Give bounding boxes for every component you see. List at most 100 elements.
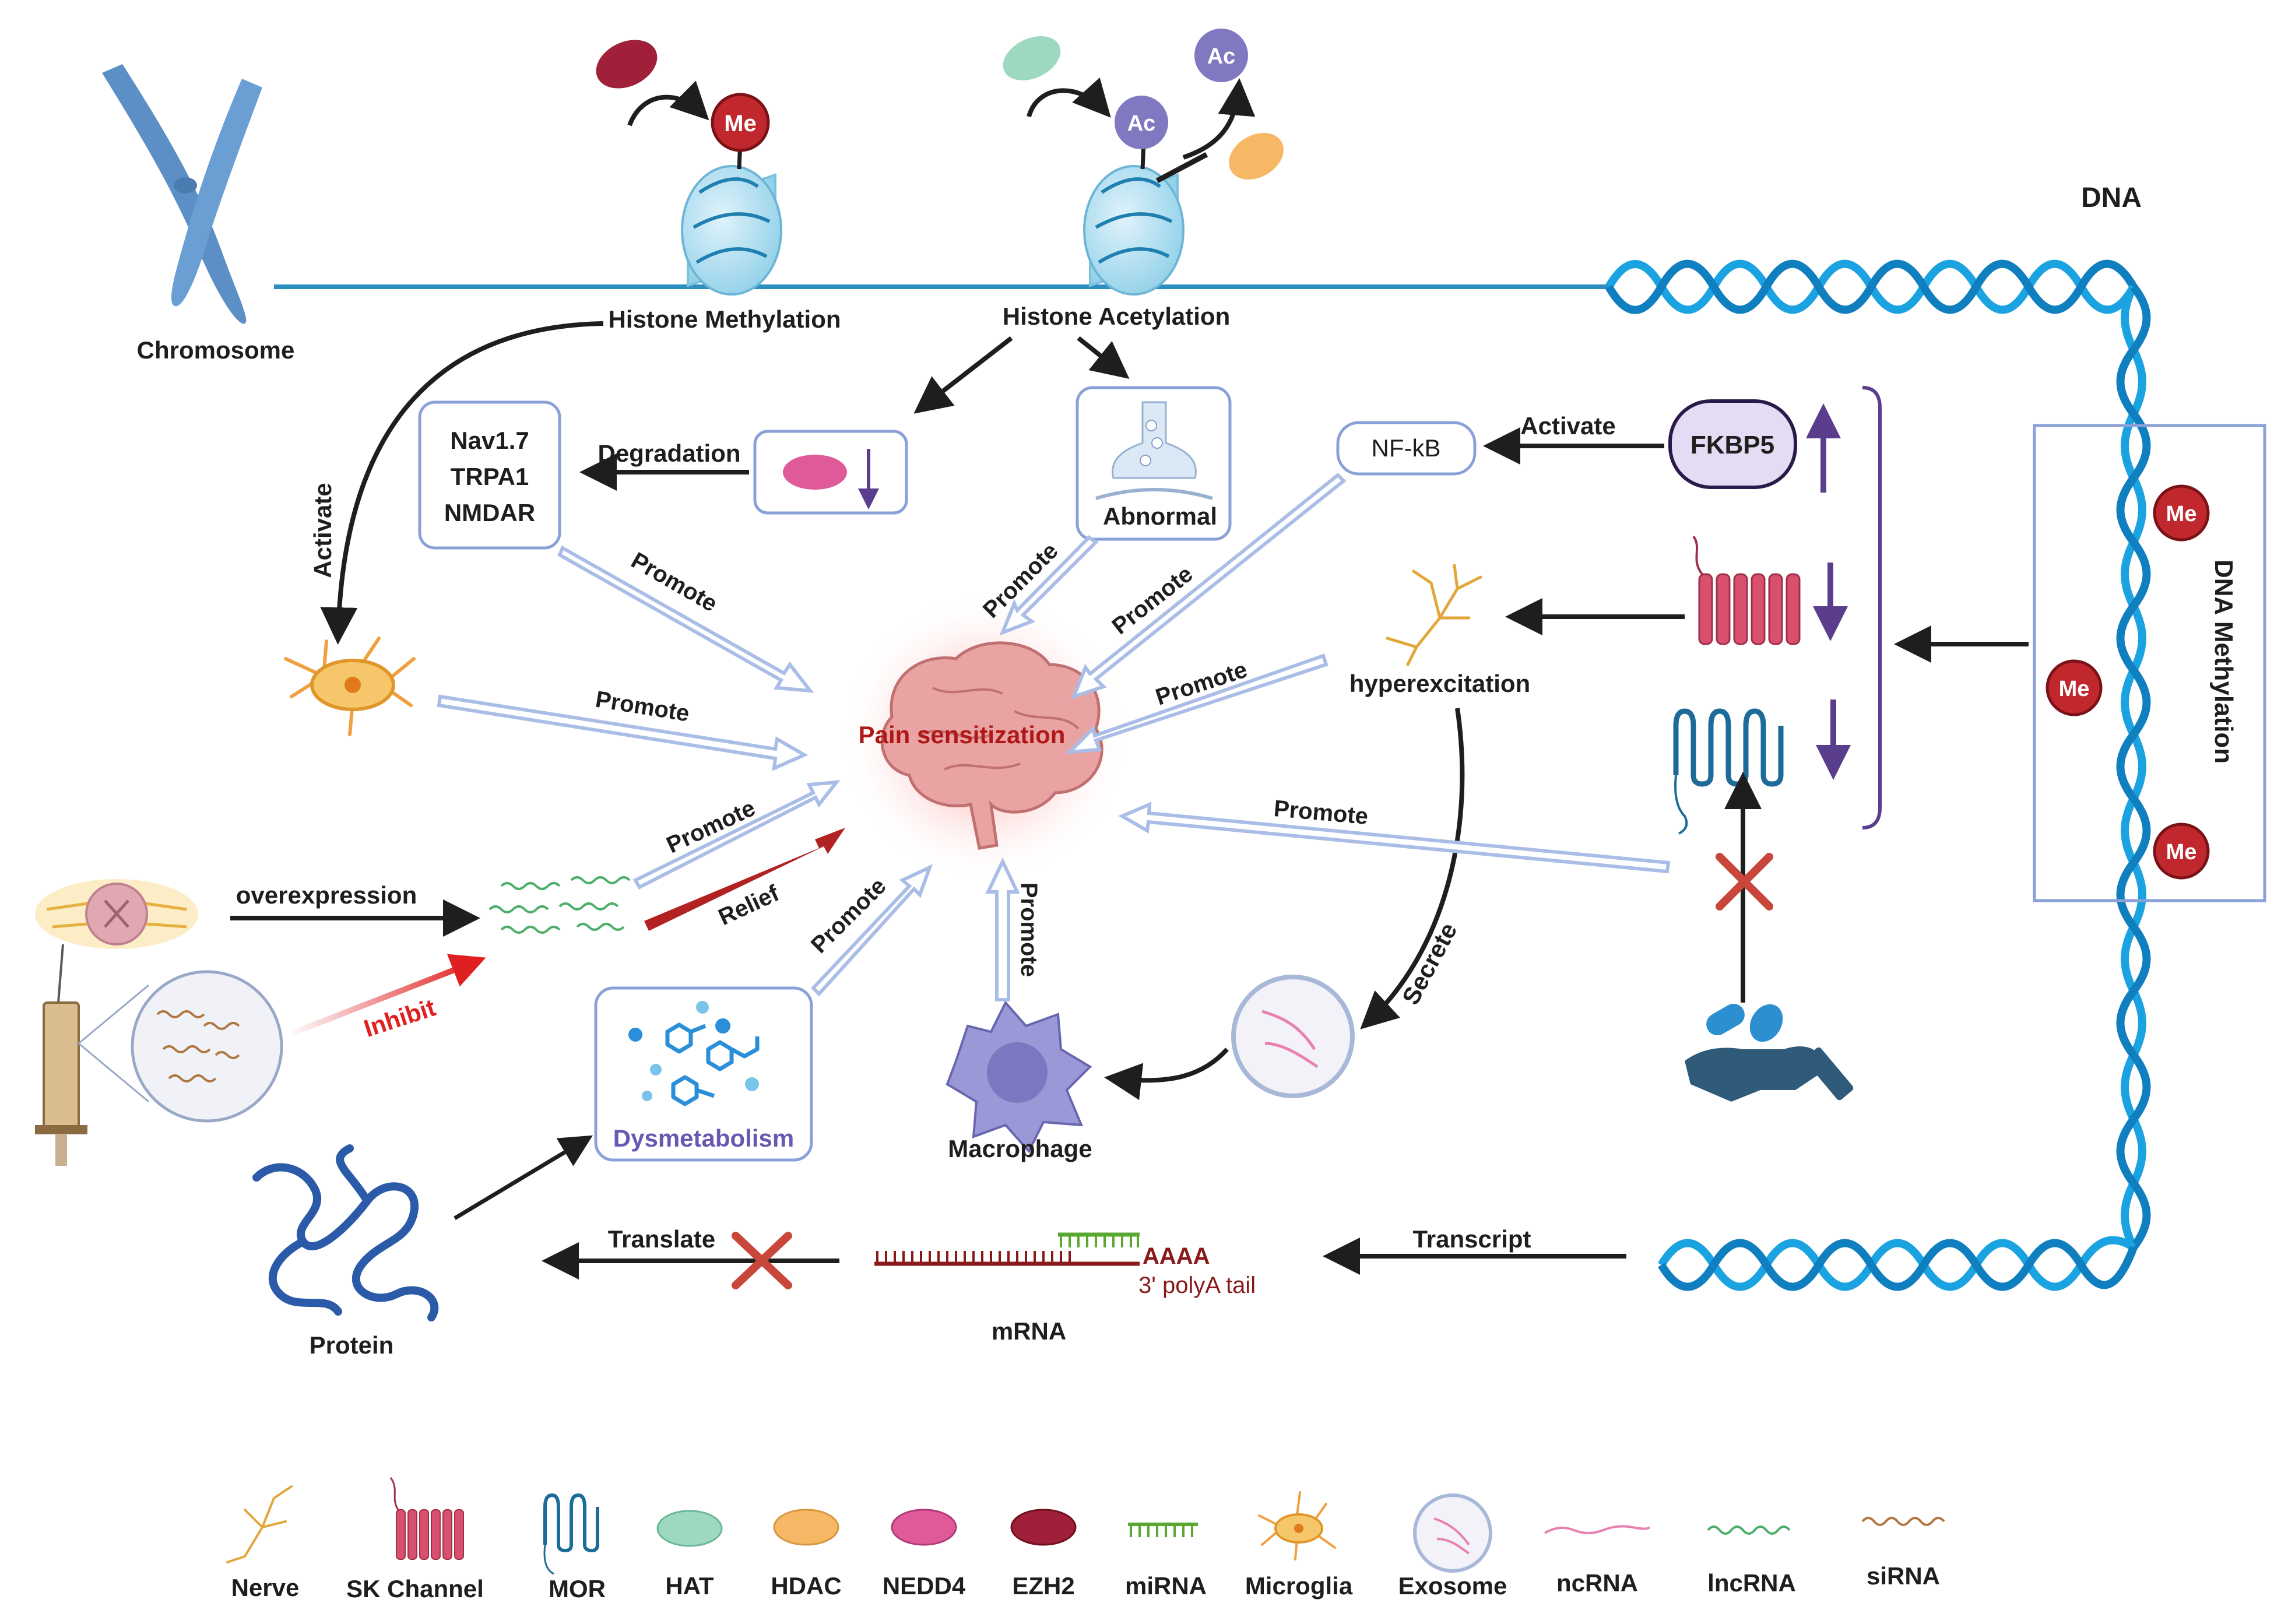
exosome-to-macrophage-arrow — [1104, 1047, 1229, 1101]
dna-helix-top — [1605, 259, 2138, 314]
histone-methylation-nucleosome — [681, 139, 782, 296]
sk-channel-icon — [389, 1477, 464, 1560]
nfkb-node: NF-kB — [1336, 421, 1477, 476]
protein-label: Protein — [310, 1331, 394, 1359]
legend-item-exosome: Exosome — [1398, 1493, 1507, 1600]
ezh2-enzyme-icon — [596, 40, 658, 89]
dna-me-mark-2: Me — [2045, 659, 2103, 716]
legend-item-microglia: Microglia — [1245, 1491, 1353, 1600]
block-x-mor-icon — [1716, 853, 1773, 911]
hyperexcitation-label: hyperexcitation — [1349, 670, 1530, 697]
hat-enzyme-icon — [1003, 36, 1061, 80]
activate-left-label: Activate — [309, 483, 336, 578]
legend-item-sirna: siRNA — [1861, 1517, 1945, 1590]
promote-label-channels: Promote — [627, 547, 722, 617]
macrophage-label: Macrophage — [948, 1135, 1092, 1162]
promote-arrow-hyperexcitation — [1065, 653, 1328, 754]
dna-label: DNA — [2081, 182, 2142, 213]
sirna-zoom-icon — [131, 970, 283, 1123]
chromosome-label: Chromosome — [137, 336, 295, 364]
legend-item-ezh2: EZH2 — [1010, 1509, 1077, 1600]
svg-text:FKBP5: FKBP5 — [1690, 431, 1774, 459]
promote-arrow-nfkb — [1070, 472, 1347, 699]
histone-methylation-label: Histone Methylation — [608, 305, 841, 333]
exosome-icon — [1413, 1493, 1492, 1573]
released-ac-mark: Ac — [1194, 29, 1248, 82]
mrna-label: mRNA — [992, 1317, 1066, 1345]
promote-arrow-abnormal — [999, 535, 1099, 636]
microglia-icon — [284, 637, 416, 736]
block-x-translate-icon — [732, 1232, 792, 1289]
dna-helix-right — [2116, 284, 2151, 1250]
svg-text:HDAC: HDAC — [771, 1572, 841, 1600]
promote-label-macrophage: Promote — [1016, 883, 1042, 977]
histone-ac-mark: Ac — [1115, 96, 1168, 149]
svg-text:SK Channel: SK Channel — [346, 1575, 484, 1602]
mirna-icon — [1128, 1523, 1198, 1537]
svg-text:Dysmetabolism: Dysmetabolism — [613, 1124, 794, 1152]
degradation-label: Degradation — [598, 440, 740, 467]
svg-text:Nav1.7: Nav1.7 — [450, 427, 529, 454]
svg-text:TRPA1: TRPA1 — [451, 463, 529, 490]
svg-text:Abnormal: Abnormal — [1103, 502, 1217, 530]
ezh2-icon — [1010, 1509, 1077, 1546]
svg-text:NF-kB: NF-kB — [1372, 434, 1441, 462]
acetyl-to-abnormal-arrow — [1077, 336, 1130, 379]
inhibit-arrow — [287, 954, 486, 1038]
hat-icon — [656, 1510, 723, 1547]
svg-text:siRNA: siRNA — [1867, 1562, 1940, 1590]
legend-item-hdac: HDAC — [771, 1509, 842, 1600]
syringe-icon — [35, 944, 87, 1166]
svg-text:MOR: MOR — [549, 1575, 606, 1602]
nerve-hyperexcitation-icon — [1386, 564, 1482, 666]
promote-arrow-channels — [557, 545, 814, 693]
promote-label-dysmetabolism: Promote — [806, 873, 891, 958]
svg-text:Ac: Ac — [1127, 111, 1156, 136]
hdac-enzyme-icon — [1229, 133, 1284, 180]
svg-text:NEDD4: NEDD4 — [883, 1572, 966, 1600]
svg-text:Me: Me — [2166, 502, 2197, 526]
relief-arrow — [644, 828, 845, 931]
protein-icon — [252, 1144, 439, 1321]
svg-text:Ac: Ac — [1207, 44, 1236, 69]
svg-text:Microglia: Microglia — [1245, 1572, 1353, 1600]
dna-methylation-label: DNA Methylation — [2209, 560, 2238, 764]
polya-label: 3' polyA tail — [1138, 1273, 1256, 1298]
translate-label: Translate — [608, 1225, 715, 1253]
dna-helix-bottom — [1657, 1236, 2138, 1291]
legend-item-nerve: Nerve — [226, 1485, 299, 1601]
svg-text:miRNA: miRNA — [1125, 1572, 1207, 1600]
legend-item-hat: HAT — [656, 1510, 723, 1600]
histone-acetylation-nucleosome — [1083, 142, 1208, 296]
lncrna-icon — [1707, 1525, 1791, 1535]
promote-arrow-dysmetabolism — [810, 864, 933, 997]
ion-channels-box: Nav1.7 TRPA1 NMDAR — [418, 400, 561, 550]
acetylation-arrow — [1027, 77, 1111, 118]
dysmetabolism-box: Dysmetabolism — [594, 986, 813, 1162]
dna-me-mark-3: Me — [2153, 822, 2210, 880]
abnormal-synapse-box: Abnormal — [1076, 386, 1232, 541]
mrna-strand-icon — [874, 1232, 1140, 1266]
nedd4-decrease-box — [753, 430, 908, 515]
deacetylation-arrow — [1182, 78, 1256, 160]
sirna-icon — [1861, 1517, 1945, 1526]
activate-right-label: Activate — [1520, 412, 1615, 440]
mor-icon — [543, 1493, 599, 1575]
legend: Nerve SK Channel MOR HAT HDAC — [226, 1477, 1945, 1602]
ncrna-icon — [1544, 1525, 1651, 1534]
promote-label-mor: Promote — [1273, 796, 1369, 829]
promote-arrow-macrophage — [985, 857, 1020, 1001]
svg-text:ncRNA: ncRNA — [1556, 1569, 1638, 1597]
transcript-label: Transcript — [1412, 1225, 1531, 1253]
microglia-icon — [1258, 1491, 1336, 1560]
legend-item-mirna: miRNA — [1125, 1523, 1207, 1600]
chromosome-icon — [102, 64, 262, 324]
protein-to-dysmetabolism-arrow — [454, 1135, 593, 1221]
activate-left-arrow — [320, 321, 604, 645]
histone-me-mark: Me — [711, 93, 770, 152]
dna-methylation-box — [2033, 424, 2266, 902]
lncrna-cluster-icon — [488, 876, 631, 934]
legend-item-sk-channel: SK Channel — [346, 1477, 484, 1602]
methylation-arrow — [627, 80, 709, 126]
histone-acetylation-label: Histone Acetylation — [1003, 303, 1231, 330]
